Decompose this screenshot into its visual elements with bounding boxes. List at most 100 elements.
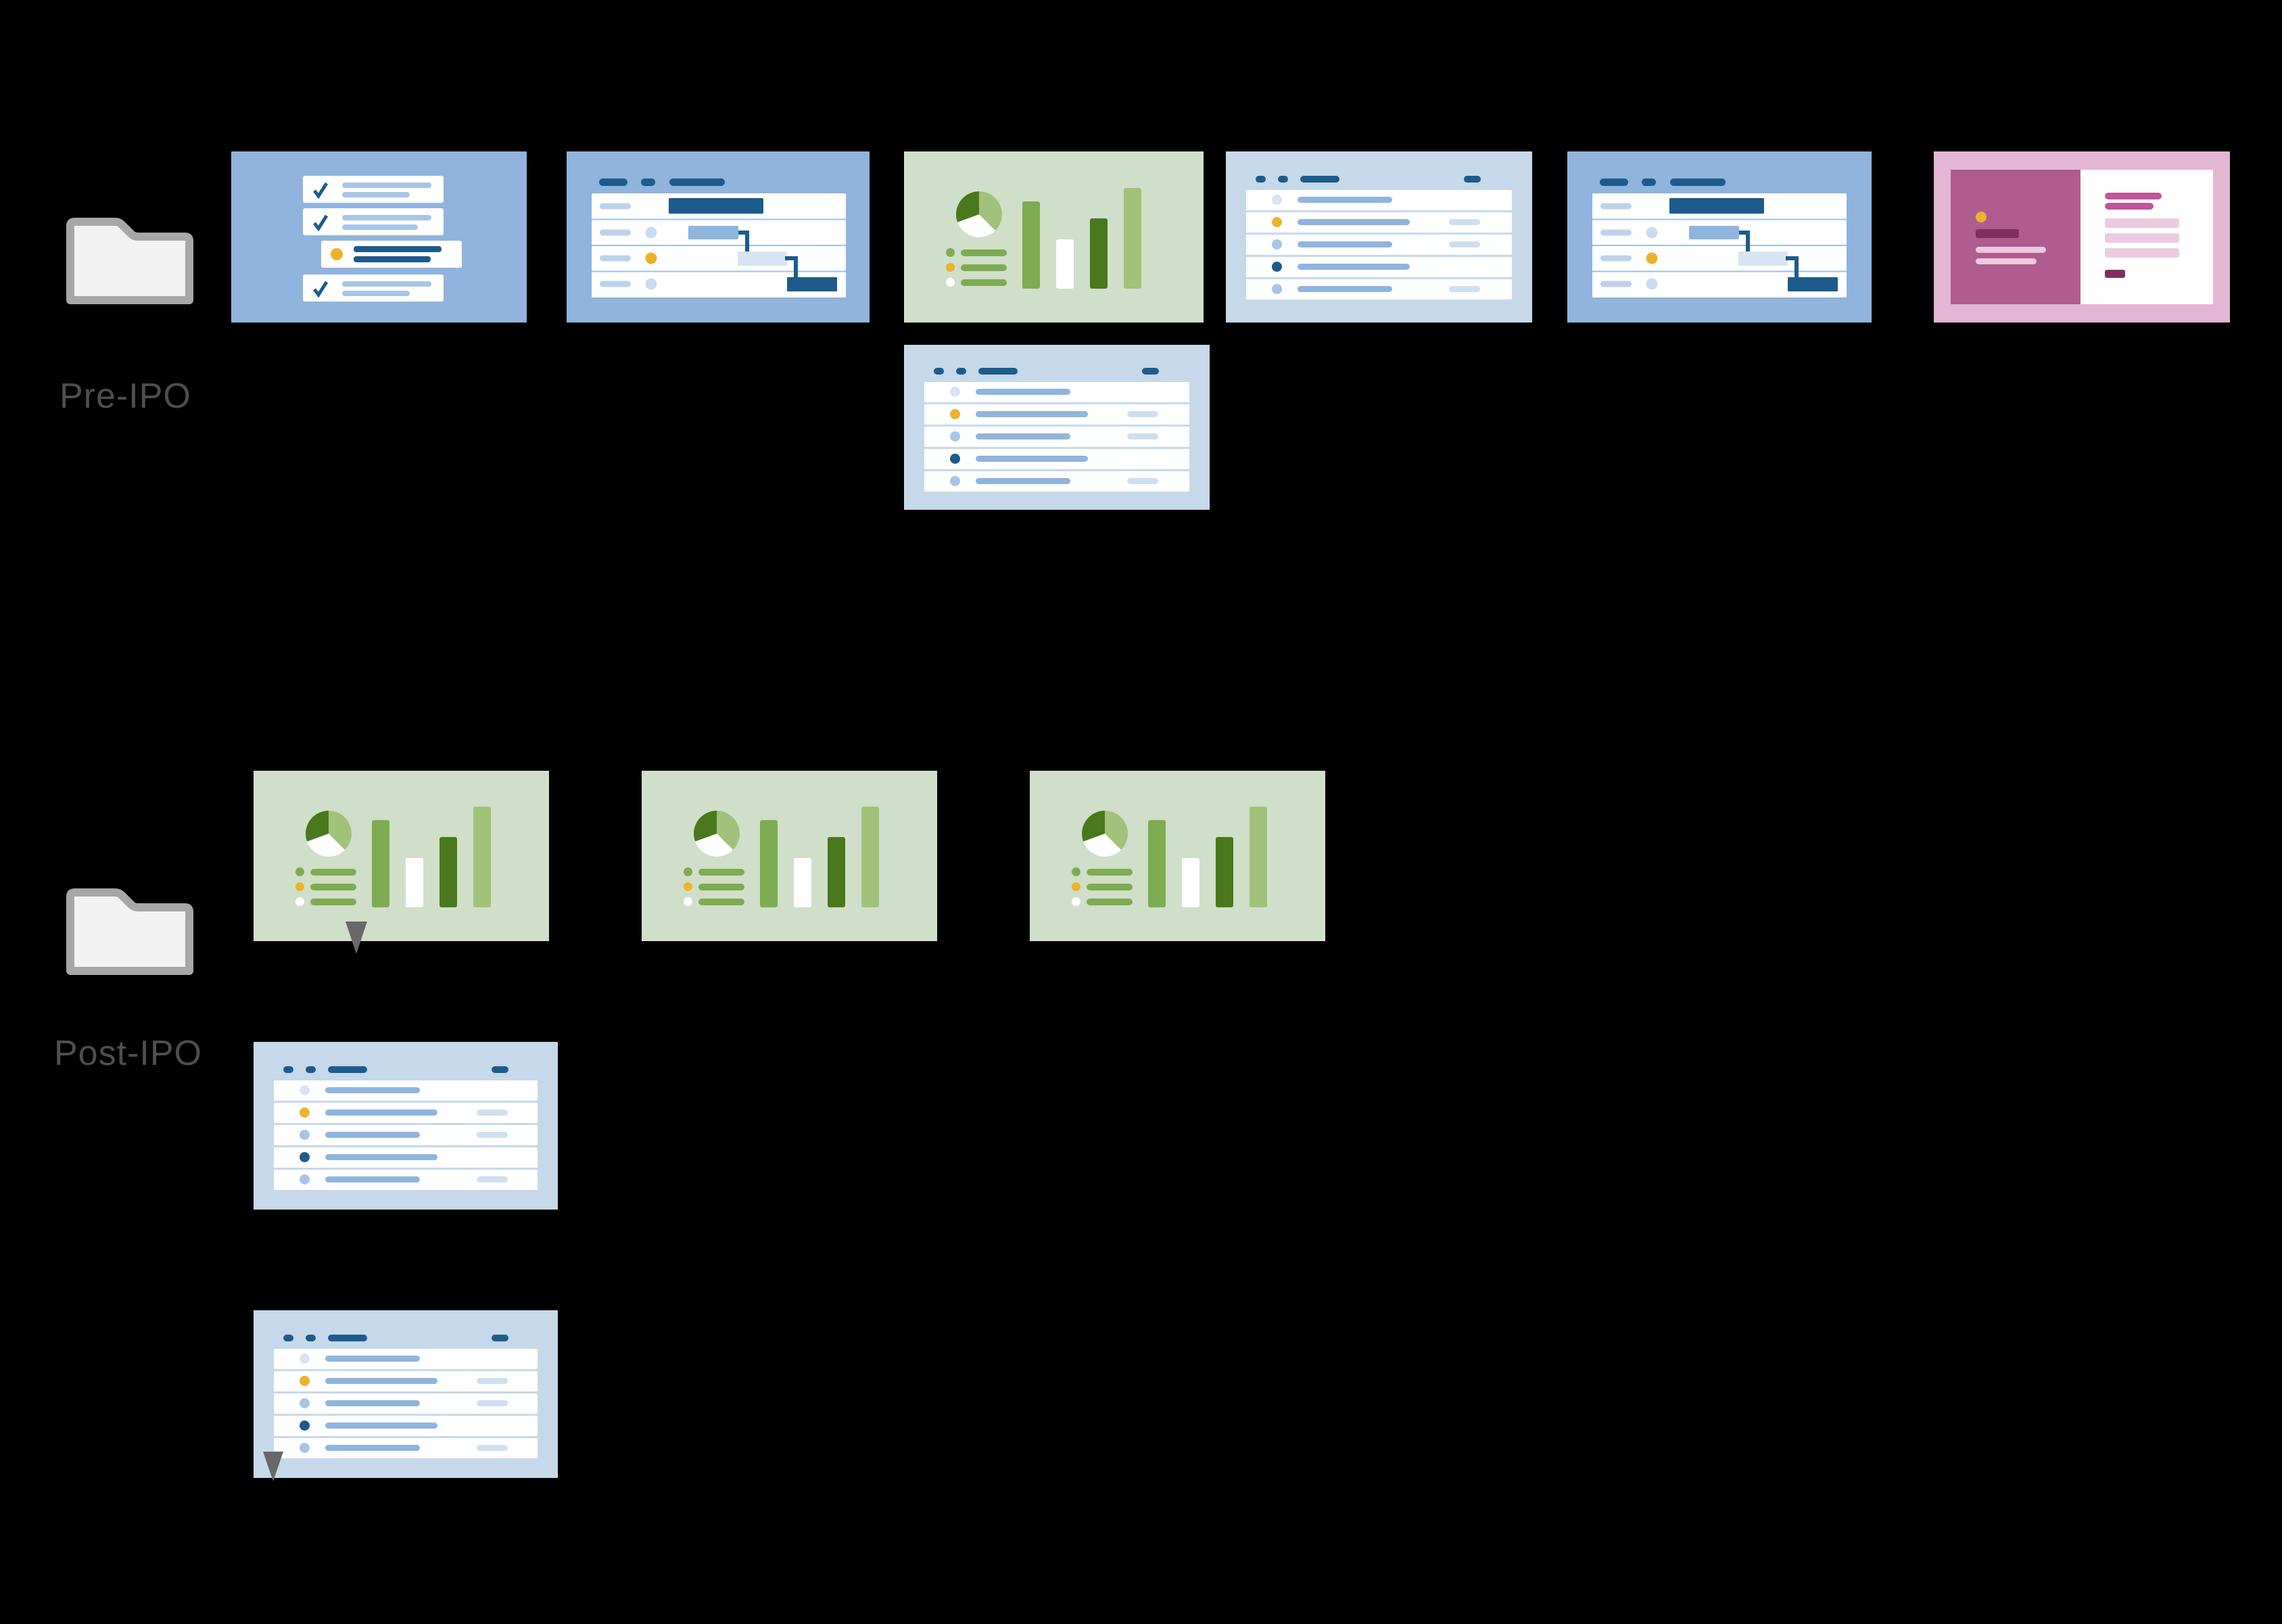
legend-dot-yellow — [1072, 882, 1080, 891]
meta-pill — [477, 1109, 508, 1116]
task-line — [325, 1154, 437, 1160]
legend-line — [698, 898, 744, 905]
bar — [760, 820, 778, 907]
task-list-panel — [274, 1080, 538, 1192]
status-dot — [950, 431, 960, 441]
legend-dot-white — [684, 897, 692, 906]
checklist-row-done — [303, 274, 444, 302]
toolbar-pill — [1300, 176, 1339, 183]
task-list-panel — [1246, 190, 1512, 302]
legend-line — [310, 883, 356, 890]
status-dot — [300, 1443, 310, 1453]
check-icon — [313, 281, 329, 298]
row-status-dot — [1646, 278, 1658, 290]
gantt-connector — [736, 231, 749, 253]
task-line — [976, 433, 1070, 439]
toolbar-pill — [328, 1066, 367, 1073]
gantt-bar-mid — [1689, 226, 1739, 239]
status-dot — [300, 1085, 310, 1095]
gantt-bar-dark — [669, 198, 763, 214]
status-dot — [300, 1130, 310, 1140]
gantt-bar-mid — [688, 226, 738, 239]
legend-row — [1072, 882, 1133, 891]
card-gantt-2 — [1567, 151, 1872, 323]
slide-left-panel — [1951, 170, 2081, 304]
task-line — [976, 389, 1070, 395]
task-line — [325, 1378, 437, 1384]
status-dot-yellow — [300, 1107, 310, 1118]
legend-line — [961, 264, 1007, 271]
legend-dot-yellow — [684, 882, 692, 891]
bar — [828, 837, 845, 907]
task-line — [325, 1176, 420, 1183]
card-checklist — [231, 151, 527, 323]
pre-ipo-folder-icon — [66, 218, 193, 304]
content-bar — [2105, 233, 2179, 243]
gantt-bar-dark — [1669, 198, 1764, 214]
legend-line — [961, 279, 1007, 286]
toolbar-pill-right — [1142, 368, 1159, 375]
task-line — [976, 411, 1088, 417]
task-line — [325, 1423, 437, 1429]
status-dot — [950, 387, 960, 397]
task-row — [274, 1371, 538, 1391]
meta-pill — [1127, 433, 1158, 439]
status-dot — [950, 476, 960, 486]
toolbar-dot — [283, 1335, 293, 1341]
post-ipo-folder-icon — [66, 888, 193, 975]
legend-dot-green — [946, 248, 955, 257]
status-dot-yellow — [1272, 217, 1282, 227]
toolbar-pill — [328, 1335, 367, 1341]
checklist-row-done — [303, 176, 444, 203]
meta-pill — [1449, 241, 1480, 247]
text-line — [354, 256, 431, 262]
row-status-dot-yellow — [645, 252, 657, 264]
toolbar-dot — [306, 1066, 316, 1073]
toolbar-pill — [599, 178, 627, 186]
legend-line — [310, 868, 356, 876]
legend-dot-white — [295, 897, 304, 906]
toolbar-dot — [1278, 176, 1288, 183]
bar — [861, 807, 879, 907]
task-line — [1298, 286, 1392, 292]
toolbar-dot — [306, 1335, 316, 1341]
task-row — [274, 1147, 538, 1168]
toolbar-dot — [1256, 176, 1266, 183]
status-dot-dark — [1272, 262, 1282, 272]
status-dot-dark — [300, 1152, 310, 1162]
toolbar-dot — [956, 368, 966, 375]
status-dot-yellow — [1976, 212, 1987, 222]
position-marker-1 — [345, 921, 368, 955]
slide-right-panel — [2081, 170, 2213, 304]
toolbar-pill — [1670, 178, 1726, 186]
card-task-list-4 — [254, 1310, 558, 1478]
card-task-list-3 — [254, 1042, 558, 1210]
legend-row — [946, 248, 1007, 257]
task-row — [274, 1438, 538, 1458]
folder-shape — [66, 218, 193, 304]
status-dot — [300, 1354, 310, 1364]
text-line — [342, 281, 431, 287]
bar — [1056, 239, 1074, 289]
bar — [1182, 858, 1199, 907]
status-dot — [300, 1398, 310, 1408]
content-bar — [2105, 218, 2179, 228]
task-row — [1246, 235, 1512, 255]
task-row — [924, 382, 1189, 402]
task-line — [325, 1400, 420, 1406]
task-line — [325, 1445, 420, 1451]
legend-line — [1087, 883, 1133, 890]
bar — [406, 858, 423, 907]
status-dot-yellow — [331, 248, 343, 260]
task-row — [924, 427, 1189, 447]
gantt-bar-dark — [1788, 277, 1838, 291]
legend-row — [946, 278, 1007, 287]
meta-pill — [1449, 219, 1480, 225]
legend-dot-white — [1072, 897, 1080, 906]
bar — [1124, 188, 1141, 289]
task-row — [274, 1103, 538, 1123]
text-line — [354, 246, 442, 252]
text-line — [342, 291, 410, 296]
text-line — [342, 183, 431, 188]
triangle-down-icon — [346, 922, 367, 954]
